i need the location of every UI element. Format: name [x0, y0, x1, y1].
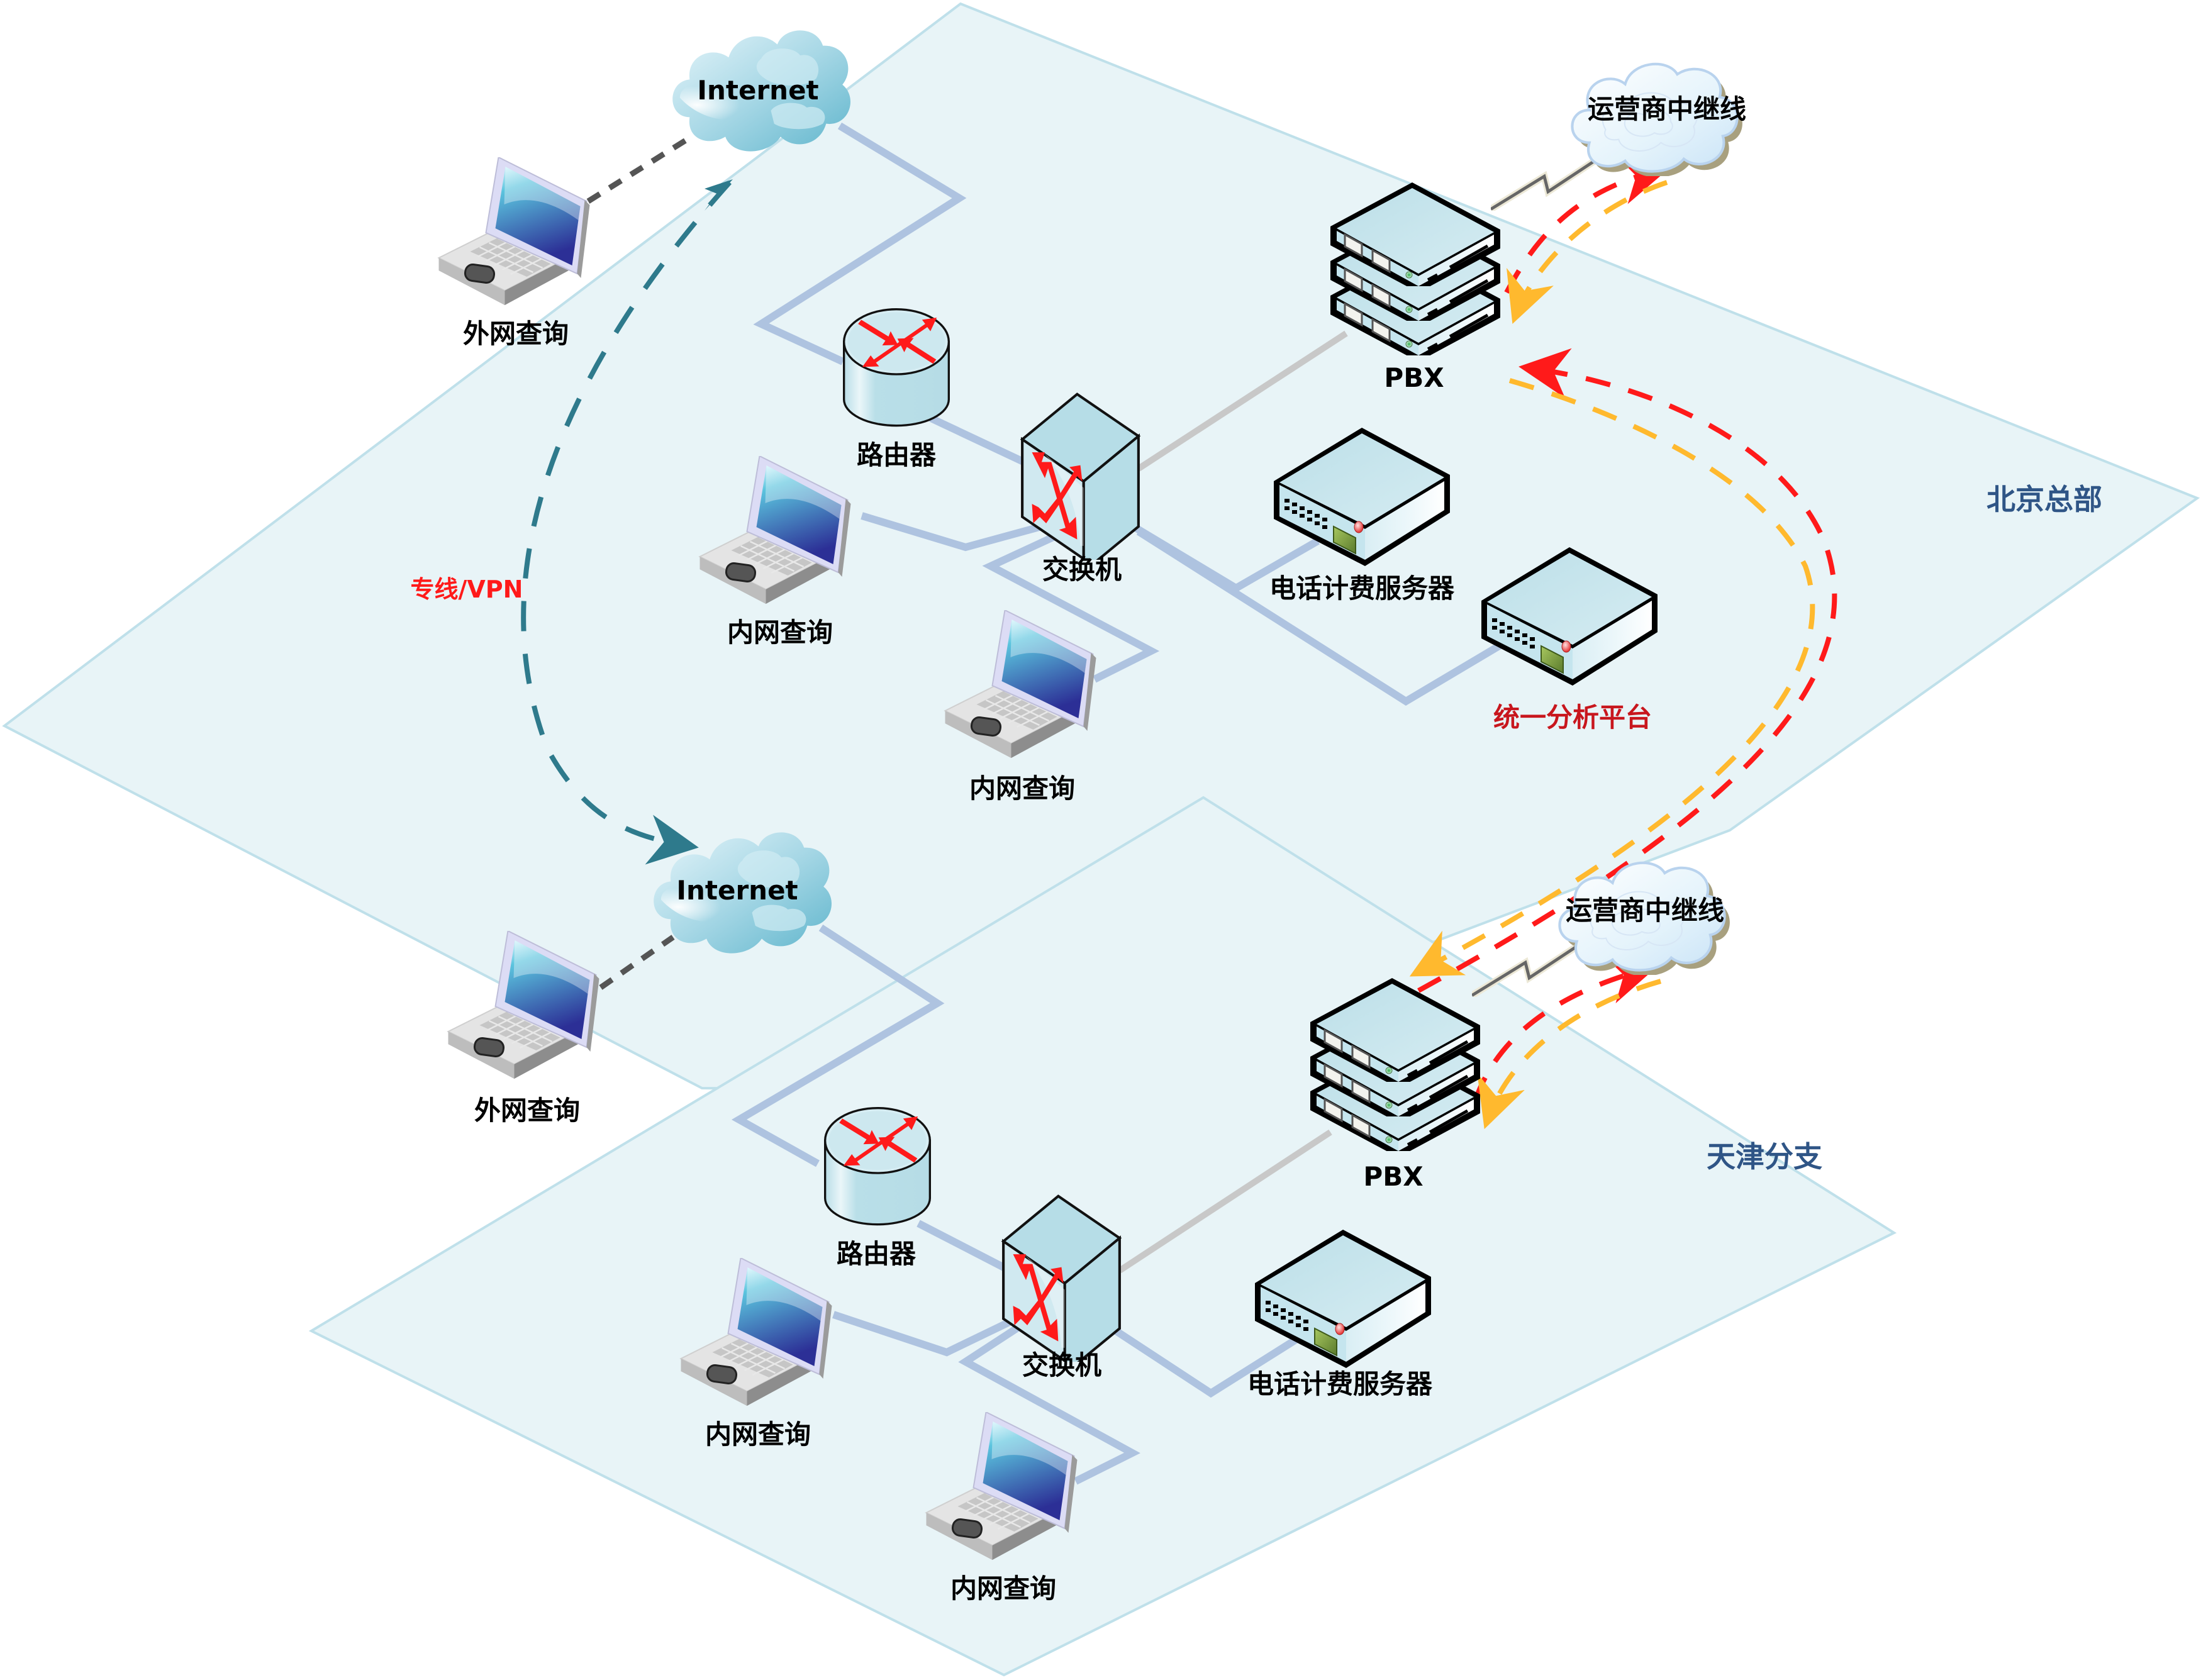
node-label: 交换机 — [1042, 554, 1122, 585]
flow-tj-pbx-to-carrier — [1473, 954, 1658, 1102]
voice-flows — [1409, 155, 1837, 1130]
tj-billing-server[interactable]: 电话计费服务器 — [1247, 1229, 1433, 1399]
site-label-beijing: 北京总部 — [1986, 482, 2102, 516]
node-label: 内网查询 — [950, 1573, 1056, 1604]
node-label: Internet — [676, 875, 798, 906]
node-label: Internet — [697, 75, 818, 106]
node-label: 外网查询 — [474, 1095, 580, 1126]
router-icon — [823, 1106, 932, 1226]
link-router-switch — [929, 414, 1040, 472]
trunk-lightning-beijing — [1491, 159, 1598, 209]
bj-billing-server[interactable]: 电话计费服务器 — [1269, 427, 1455, 604]
link-router-switch — [917, 1220, 1018, 1277]
laptop-icon — [437, 157, 591, 306]
beijing-lan-links — [753, 122, 1509, 706]
bj-carrier-cloud[interactable]: 运营商中继线 — [1572, 64, 1746, 177]
node-label: PBX — [1384, 362, 1444, 393]
link-internet-router — [731, 924, 945, 1167]
node-label: 运营商中继线 — [1566, 895, 1724, 926]
link-external-laptop-internet-beijing — [586, 136, 691, 204]
link-switch-analytics — [1136, 528, 1509, 706]
tj-laptop-internal-1[interactable]: 内网查询 — [679, 1258, 833, 1450]
bj-switch[interactable]: 交换机 — [1022, 394, 1139, 585]
vpn-label: 专线/VPN — [411, 576, 523, 603]
bj-external-laptop[interactable]: 外网查询 — [437, 157, 591, 349]
node-label: 路由器 — [857, 440, 937, 470]
tj-external-laptop[interactable]: 外网查询 — [447, 931, 601, 1126]
router-icon — [842, 308, 950, 427]
link-internet-router — [753, 122, 967, 365]
node-label: 电话计费服务器 — [1269, 573, 1455, 604]
bj-laptop-internal-1[interactable]: 内网查询 — [698, 456, 852, 648]
vpn-link-arc — [521, 181, 732, 865]
flow-bj-to-tj-yellow — [1409, 378, 1815, 977]
tj-laptop-internal-2[interactable]: 内网查询 — [925, 1412, 1079, 1604]
node-label: 路由器 — [837, 1238, 917, 1269]
vpn-arrow-head-top — [705, 179, 733, 211]
site-label-tianjin: 天津分支 — [1707, 1140, 1822, 1174]
bj-pbx[interactable]: PBX — [1330, 182, 1500, 393]
bj-internet-cloud[interactable]: Internet — [672, 30, 850, 152]
bj-analytics-platform[interactable]: 统一分析平台 — [1481, 547, 1658, 733]
node-label: 内网查询 — [705, 1419, 811, 1450]
flow-bj-carrier-to-pbx — [1507, 180, 1668, 324]
node-label: 统一分析平台 — [1493, 702, 1652, 733]
bj-router[interactable]: 路由器 — [842, 308, 950, 470]
link-switch-billing — [1108, 1323, 1298, 1398]
flow-tj-to-bj-red — [1417, 348, 1837, 993]
node-label: 电话计费服务器 — [1247, 1369, 1433, 1399]
tj-internet-cloud[interactable]: Internet — [654, 832, 832, 954]
node-label: 外网查询 — [463, 318, 569, 349]
node-label: 内网查询 — [727, 617, 833, 648]
node-label: PBX — [1363, 1161, 1423, 1192]
tj-switch[interactable]: 交换机 — [1003, 1196, 1120, 1381]
tj-router[interactable]: 路由器 — [823, 1106, 932, 1269]
link-switch-laptop1 — [861, 512, 1071, 552]
link-switch-pbx-beijing — [1137, 330, 1348, 472]
node-label: 运营商中继线 — [1588, 94, 1746, 125]
node-label: 内网查询 — [969, 773, 1075, 804]
bj-laptop-internal-2[interactable]: 内网查询 — [944, 610, 1098, 804]
tj-pbx[interactable]: PBX — [1310, 978, 1480, 1192]
trunk-lightning-tianjin — [1472, 945, 1579, 995]
link-switch-laptop2 — [958, 1311, 1140, 1485]
tj-carrier-cloud[interactable]: 运营商中继线 — [1559, 863, 1729, 976]
flow-bj-pbx-to-carrier — [1504, 155, 1671, 294]
link-switch-pbx-tianjin — [1118, 1129, 1332, 1274]
node-label: 交换机 — [1022, 1350, 1101, 1381]
